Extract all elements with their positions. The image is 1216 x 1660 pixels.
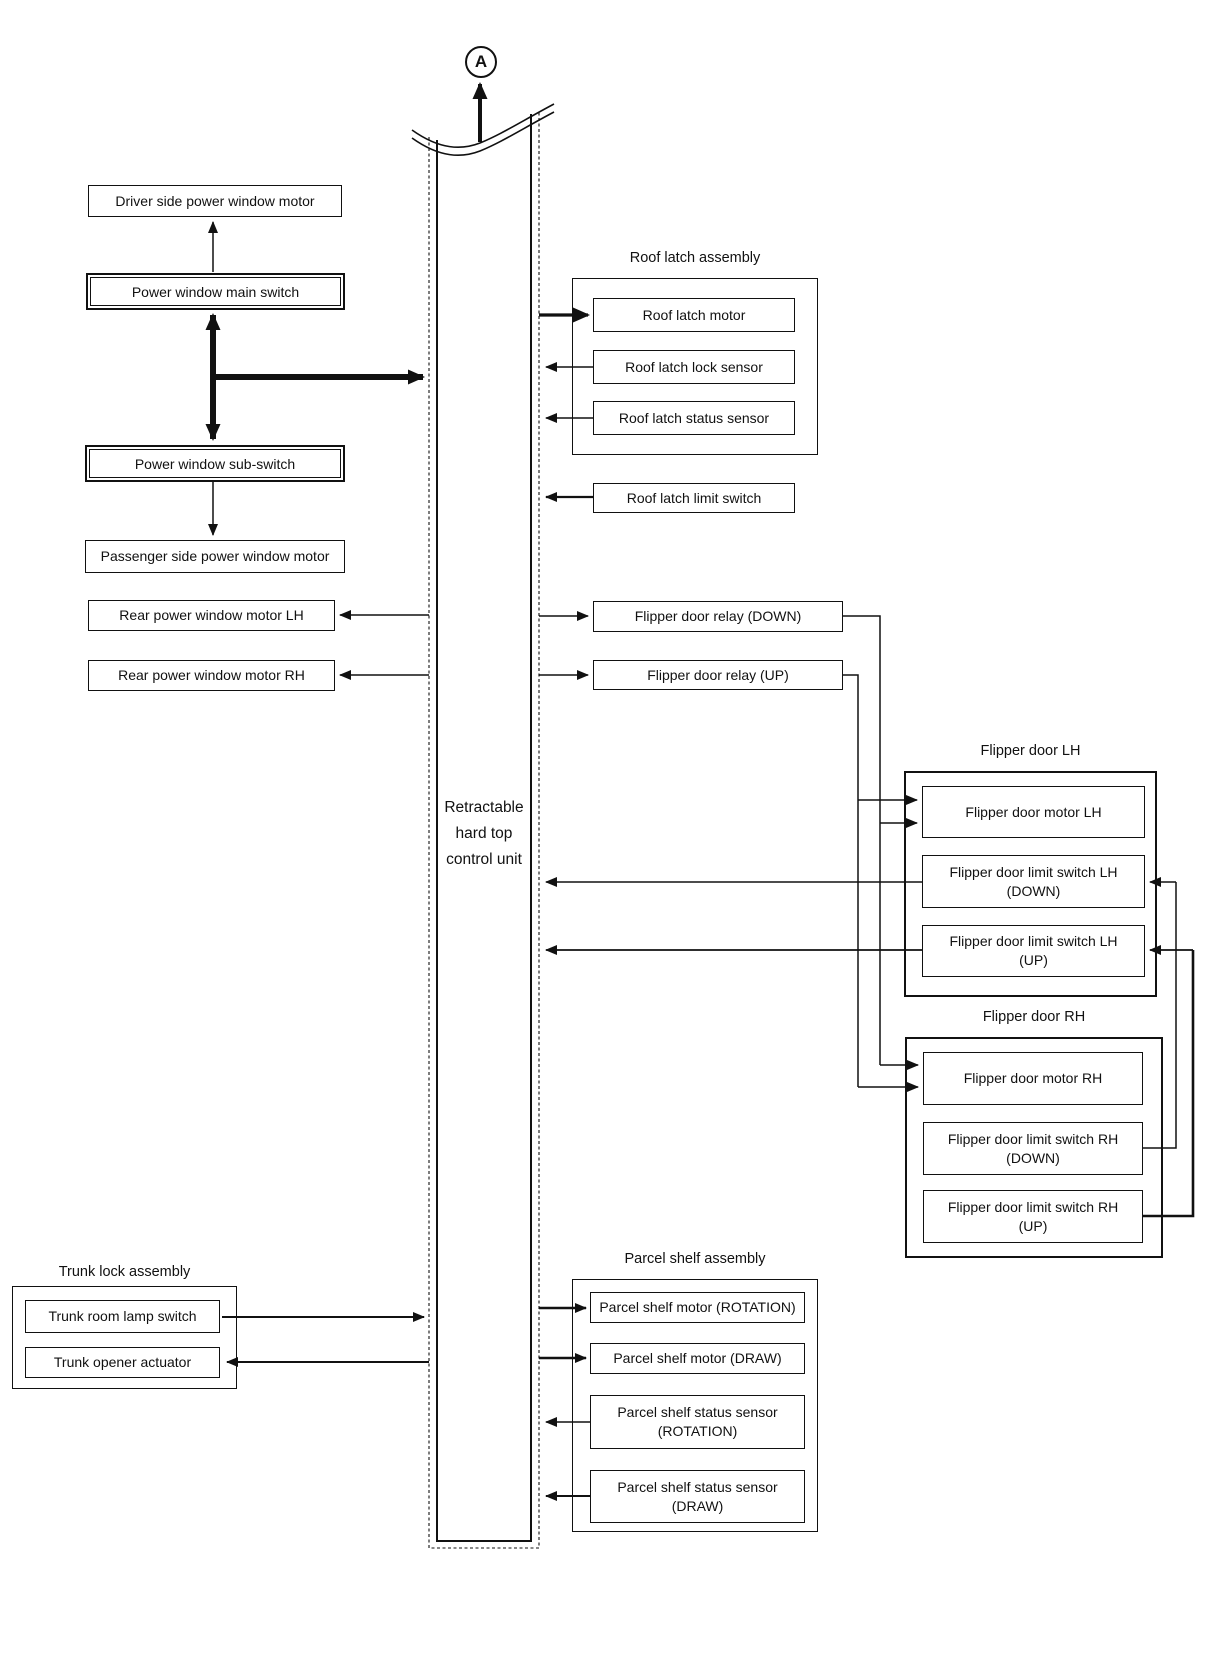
trunk-lock-assembly-title: Trunk lock assembly [58, 1264, 191, 1280]
box-flipper-door-limit-switch-lh-down: Flipper door limit switch LH (DOWN) [922, 855, 1145, 908]
box-flipper-door-limit-switch-lh-up: Flipper door limit switch LH (UP) [922, 925, 1145, 977]
box-flipper-door-limit-switch-rh-down: Flipper door limit switch RH (DOWN) [923, 1122, 1143, 1175]
box-flipper-door-relay-down: Flipper door relay (DOWN) [593, 601, 843, 632]
flipper-limit-connectors [545, 877, 1195, 1218]
connector-a-label: A [474, 52, 488, 71]
box-power-window-main-switch: Power window main switch [86, 273, 345, 310]
box-parcel-shelf-status-sensor-draw: Parcel shelf status sensor (DRAW) [590, 1470, 805, 1523]
parcel-shelf-assembly-container [572, 1279, 818, 1532]
box-driver-side-power-window-motor: Driver side power window motor [88, 185, 342, 217]
flipper-door-rh-container [905, 1037, 1163, 1258]
box-trunk-opener-actuator: Trunk opener actuator [25, 1347, 220, 1378]
box-passenger-side-power-window-motor: Passenger side power window motor [85, 540, 345, 573]
flipper-door-rh-title: Flipper door RH [982, 1009, 1086, 1025]
box-roof-latch-motor: Roof latch motor [593, 298, 795, 332]
box-rear-power-window-motor-lh: Rear power window motor LH [88, 600, 335, 631]
box-parcel-shelf-motor-draw: Parcel shelf motor (DRAW) [590, 1343, 805, 1374]
roof-latch-assembly-title: Roof latch assembly [629, 250, 761, 266]
box-trunk-room-lamp-switch: Trunk room lamp switch [25, 1300, 220, 1333]
roof-latch-connectors [539, 307, 593, 502]
box-flipper-door-relay-up: Flipper door relay (UP) [593, 660, 843, 690]
box-roof-latch-lock-sensor: Roof latch lock sensor [593, 350, 795, 384]
box-parcel-shelf-status-sensor-rotation: Parcel shelf status sensor (ROTATION) [590, 1395, 805, 1449]
left-connectors [205, 221, 429, 1367]
box-parcel-shelf-motor-rotation: Parcel shelf motor (ROTATION) [590, 1292, 805, 1323]
box-flipper-door-motor-rh: Flipper door motor RH [923, 1052, 1143, 1105]
box-roof-latch-status-sensor: Roof latch status sensor [593, 401, 795, 435]
box-flipper-door-motor-lh: Flipper door motor LH [922, 786, 1145, 838]
bus-outline [411, 82, 555, 1549]
connector-a: A [465, 46, 497, 78]
control-unit-label: Retractable hard top control unit [444, 799, 524, 868]
parcel-shelf-connectors [539, 1303, 590, 1501]
roof-latch-assembly-container [572, 278, 818, 455]
box-roof-latch-limit-switch: Roof latch limit switch [593, 483, 795, 513]
box-power-window-sub-switch: Power window sub-switch [85, 445, 345, 482]
box-rear-power-window-motor-rh: Rear power window motor RH [88, 660, 335, 691]
parcel-shelf-assembly-title: Parcel shelf assembly [624, 1251, 766, 1267]
flipper-door-lh-title: Flipper door LH [980, 743, 1081, 759]
trunk-lock-assembly-container [12, 1286, 237, 1389]
box-flipper-door-limit-switch-rh-up: Flipper door limit switch RH (UP) [923, 1190, 1143, 1243]
